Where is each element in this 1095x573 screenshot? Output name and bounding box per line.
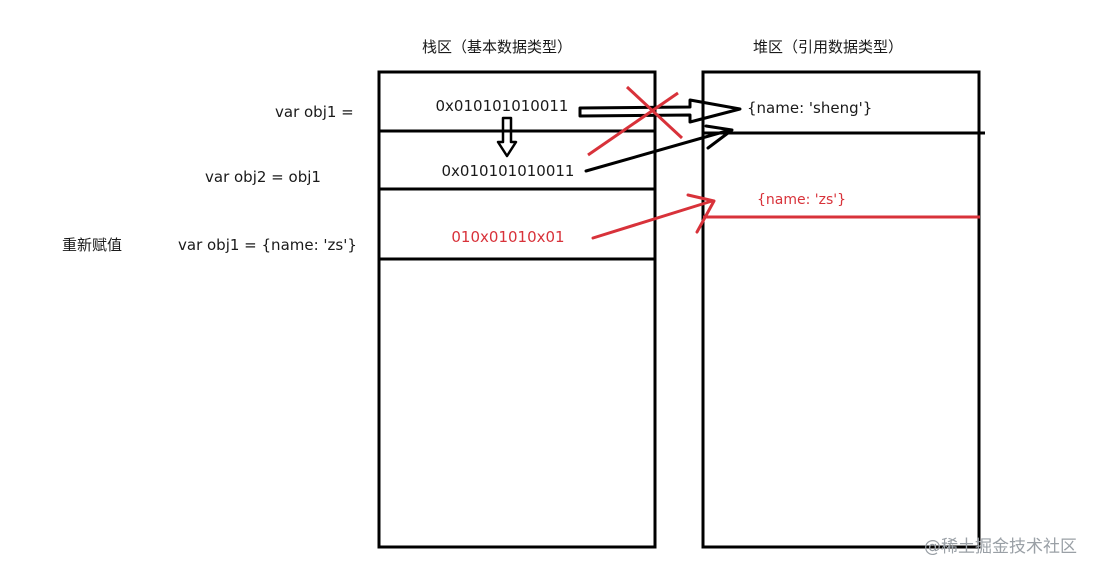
code-line-2: var obj2 = obj1 — [205, 168, 321, 186]
code-line-1: var obj1 = — [275, 103, 354, 121]
stack-cell-3: 010x01010x01 — [451, 228, 564, 246]
heap-title: 堆区（引用数据类型） — [753, 38, 903, 56]
cross-icon — [587, 85, 684, 157]
pointer-arrow-1 — [578, 98, 742, 124]
stack-title: 栈区（基本数据类型） — [422, 38, 572, 56]
stack-box — [377, 70, 657, 549]
heap-cell-1: {name: 'sheng'} — [747, 99, 872, 117]
reassign-label: 重新赋值 — [62, 236, 122, 254]
pointer-arrow-3 — [591, 193, 716, 240]
stack-cell-2: 0x010101010011 — [442, 162, 575, 180]
heap-cell-2: {name: 'zs'} — [757, 192, 846, 208]
watermark: @稀土掘金技术社区 — [924, 537, 1077, 557]
pointer-arrow-2 — [584, 124, 734, 173]
stack-cell-1: 0x010101010011 — [436, 97, 569, 115]
code-line-3: var obj1 = {name: 'zs'} — [178, 236, 357, 254]
heap-box — [701, 70, 981, 549]
copy-down-arrow — [496, 116, 518, 158]
